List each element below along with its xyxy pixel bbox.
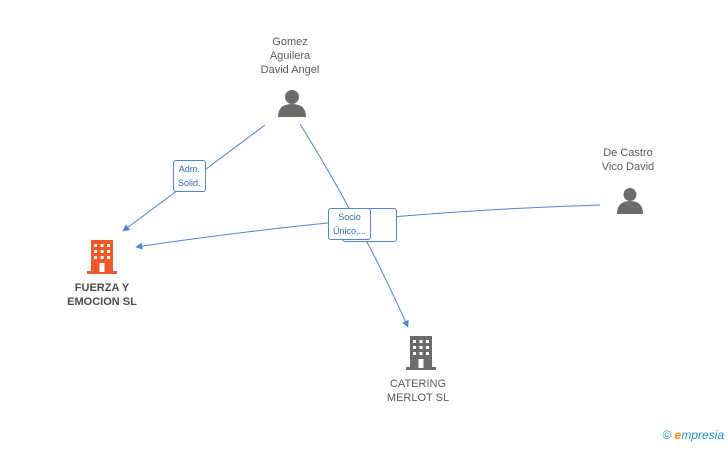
label-line: Vico David: [601, 161, 655, 173]
person-icon: [278, 90, 306, 117]
edge-label-line: Adm.: [178, 164, 200, 174]
person-icon: [617, 188, 643, 214]
label-line: FUERZA Y: [74, 282, 130, 294]
edge-label-line: Solid.: [178, 178, 201, 188]
edge-label-line: Socio: [338, 212, 361, 222]
edge-label-socio[interactable]: Socio Único,...: [328, 208, 372, 240]
edge-label-adm[interactable]: Adm. Solid.: [173, 160, 206, 192]
brand-initial: e: [674, 428, 682, 442]
edge-label-line: Único,...: [333, 226, 367, 236]
label-line: Gomez: [272, 36, 308, 48]
label-line: De Castro: [603, 147, 653, 159]
person-label-gomez[interactable]: Gomez Aguilera David Angel: [250, 35, 330, 77]
label-line: Aguilera: [269, 50, 311, 62]
label-line: David Angel: [260, 64, 320, 76]
brand-name: mpresia: [681, 428, 724, 442]
footer-brand: © empresia: [662, 428, 724, 442]
label-line: EMOCION SL: [67, 296, 137, 308]
copyright-symbol: ©: [662, 428, 672, 442]
label-line: CATERING: [389, 378, 447, 390]
building-icon: [406, 336, 436, 370]
label-line: MERLOT SL: [386, 392, 450, 404]
company-label-fuerza[interactable]: FUERZA Y EMOCION SL: [52, 281, 152, 309]
building-icon: [87, 240, 117, 274]
company-label-catering[interactable]: CATERING MERLOT SL: [368, 377, 468, 405]
person-label-decastro[interactable]: De Castro Vico David: [588, 146, 668, 174]
